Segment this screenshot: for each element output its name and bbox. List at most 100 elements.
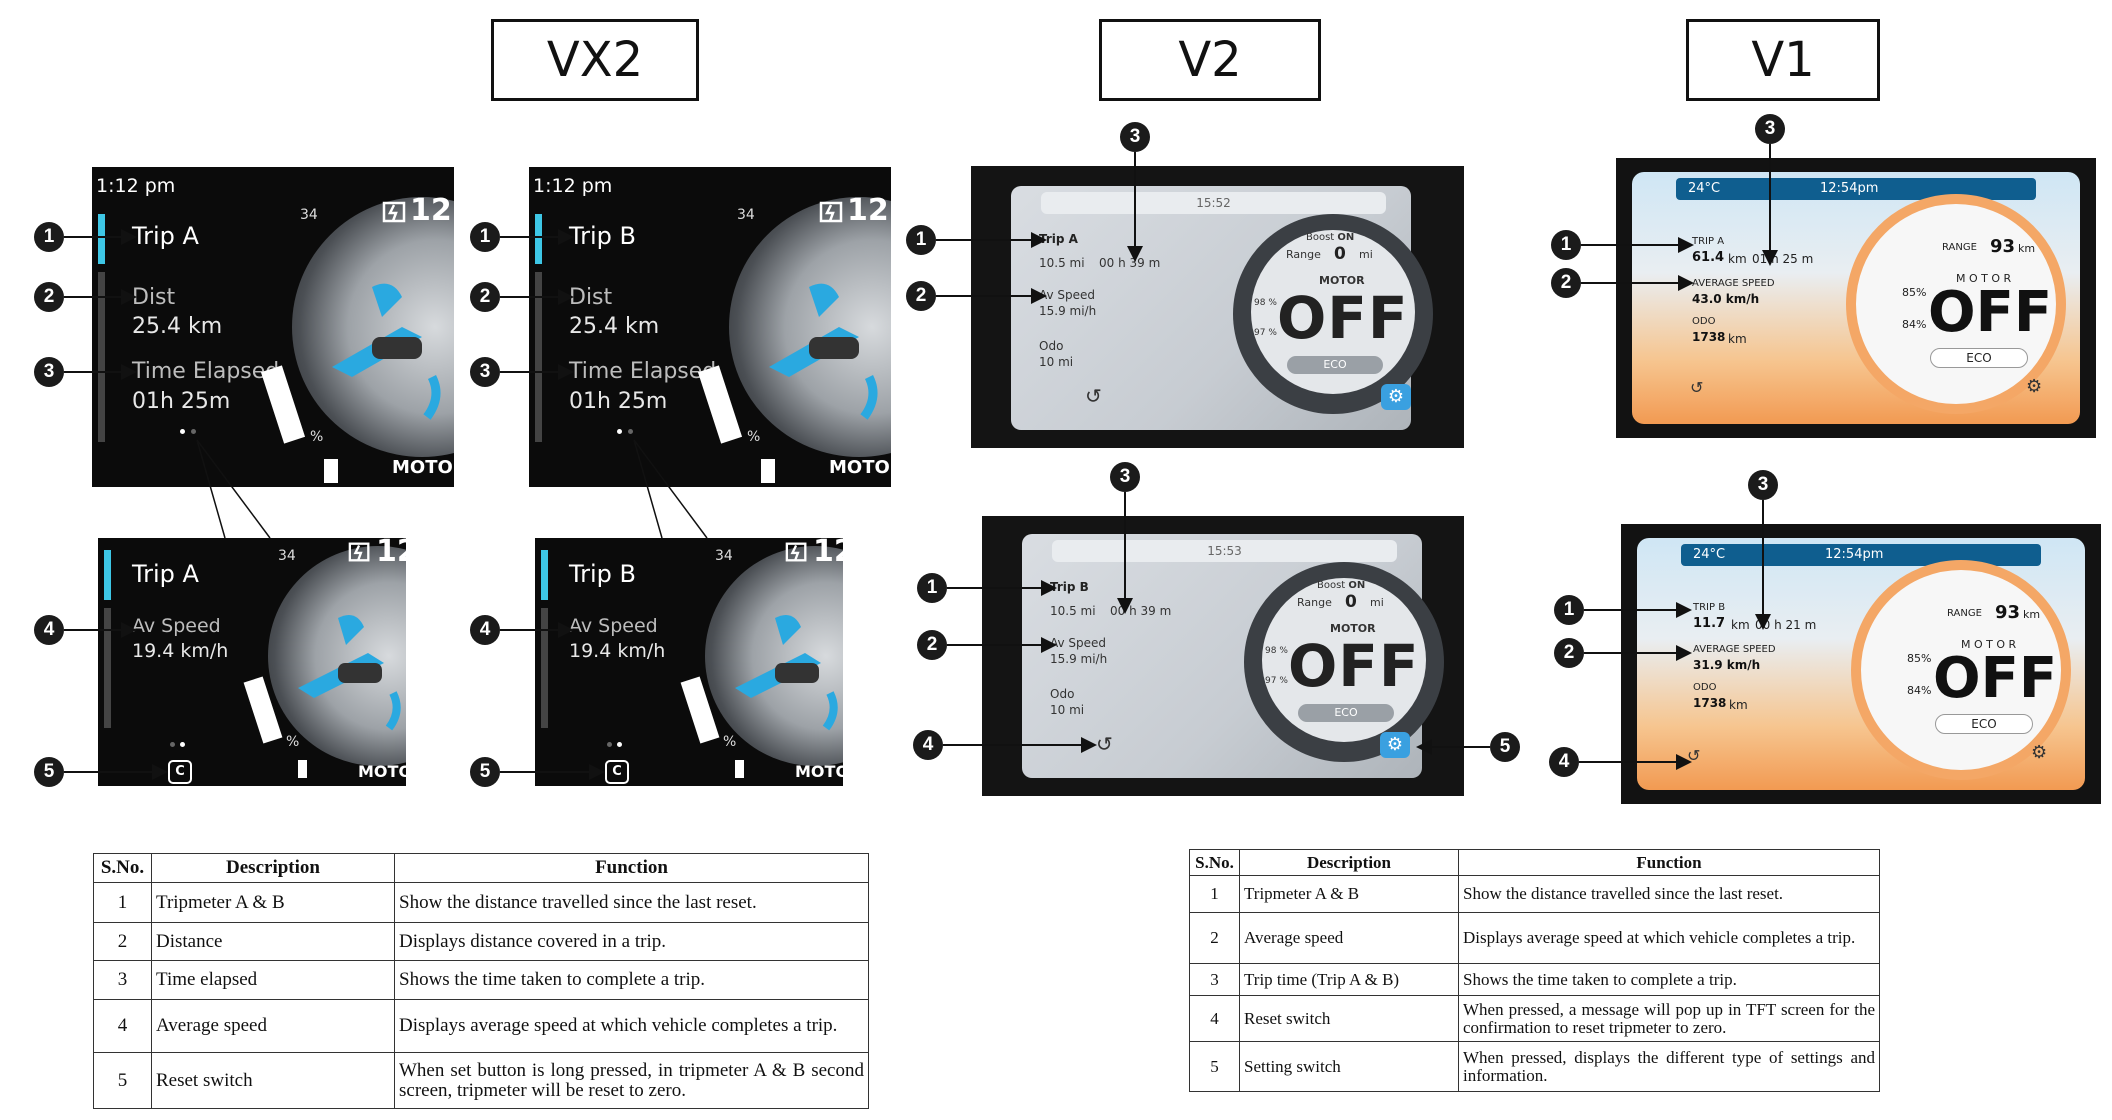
handlebar-icon (298, 615, 401, 731)
table-row: 5 Setting switch When pressed, displays … (1189, 1041, 1880, 1092)
eco-mode-pill: ECO (1935, 714, 2033, 734)
v1-screen-trip-b: 24°C 12:54pm TRIP B 11.7 km 00 h 21 m AV… (1621, 524, 2101, 804)
header-function: Function (1458, 849, 1880, 876)
row-sno: 2 (1189, 912, 1240, 964)
trip-duration: 01 h 25 m (1752, 252, 1814, 266)
temperature: 24°C (1688, 181, 1721, 196)
reset-icon[interactable]: ↺ (1096, 732, 1113, 756)
reset-icon[interactable]: ↺ (1687, 746, 1701, 765)
clock-time: 15:53 (1207, 544, 1242, 558)
time-elapsed-value: 01h 25m (569, 389, 668, 414)
clock-bar: 15:52 (1041, 192, 1386, 214)
av-speed-label: Av Speed (569, 615, 658, 637)
trip-duration: 00 h 21 m (1755, 618, 1817, 632)
row-description: Tripmeter A & B (1239, 875, 1459, 913)
table-row: 4 Reset switch When pressed, a message w… (1189, 995, 1880, 1042)
settings-gear-icon[interactable]: ⚙ (1380, 732, 1410, 758)
row-description: Average speed (1239, 912, 1459, 964)
row-description: Trip time (Trip A & B) (1239, 963, 1459, 996)
gauge-ring (1846, 194, 2066, 414)
header-function: Function (394, 853, 869, 883)
trip-duration: 00 h 39 m (1099, 256, 1161, 270)
row-description: Reset switch (151, 1052, 395, 1109)
page-dots (170, 742, 188, 747)
av-speed-value: 19.4 km/h (132, 640, 229, 662)
motor-label: M O T O R (1956, 272, 2012, 285)
av-speed-label: Av Speed (1039, 288, 1096, 302)
trip-label: Trip B (569, 222, 636, 250)
callout-3: 3 (1110, 462, 1140, 492)
clock-bar: 15:53 (1052, 540, 1397, 562)
reset-icon[interactable]: ↺ (1085, 384, 1102, 408)
row-sno: 5 (93, 1052, 152, 1109)
callout-1: 1 (1554, 595, 1584, 625)
battery-icon (298, 760, 307, 778)
trip-label: Trip A (1039, 232, 1078, 246)
range-label: RANGE (1947, 608, 1982, 619)
range-value: 93 (1995, 602, 2021, 623)
trip-label: TRIP B (1693, 602, 1726, 613)
settings-gear-icon[interactable]: ⚙ (1381, 384, 1411, 410)
vx2-zoom-trip-b: Trip B Av Speed 19.4 km/h 34 % 12 C MOTO (535, 538, 843, 786)
battery-pct-top: 85% (1907, 652, 1932, 665)
speed-scale-number: 34 (715, 548, 733, 564)
settings-gear-icon[interactable]: ⚙ (2026, 376, 2043, 397)
callout-4: 4 (34, 615, 64, 645)
row-sno: 1 (1189, 875, 1240, 913)
dist-value: 25.4 km (132, 314, 223, 339)
v2-screen-trip-a: 15:52 Trip A 10.5 mi 00 h 39 m Av Speed … (971, 166, 1464, 448)
range-unit: km (2018, 242, 2036, 255)
odo-unit: km (1728, 332, 1747, 346)
table-row: 2 Average speed Displays average speed a… (1189, 912, 1880, 964)
reset-button-icon[interactable]: C (605, 760, 629, 784)
time-elapsed-value: 01h 25m (132, 389, 231, 414)
odo-label: ODO (1692, 316, 1716, 327)
reset-icon[interactable]: ↺ (1690, 378, 1704, 397)
callout-2: 2 (917, 630, 947, 660)
row-function: Displays average speed at which vehicle … (1458, 912, 1880, 964)
trip-label: TRIP A (1692, 236, 1725, 247)
row-sno: 5 (1189, 1041, 1240, 1092)
clock-time: 1:12 pm (96, 175, 176, 197)
scroll-bar (535, 272, 542, 442)
motor-label: MOTOR (1330, 622, 1376, 635)
range-label: Range (1286, 248, 1321, 261)
motor-label: MOTO (795, 762, 843, 781)
battery-icon (761, 459, 775, 483)
model-title-v1: V1 (1686, 19, 1880, 101)
motor-status: OFF (1928, 280, 2053, 345)
callout-4: 4 (913, 730, 943, 760)
range-value: 93 (1990, 236, 2016, 257)
settings-gear-icon[interactable]: ⚙ (2031, 742, 2048, 763)
odometer-number: 12 (847, 193, 889, 228)
row-function: When pressed, displays the different typ… (1458, 1041, 1880, 1092)
v2-v1-function-table: S.No. Description Function 1 Tripmeter A… (1189, 849, 1880, 1092)
header-description: Description (151, 853, 395, 883)
row-function: Displays distance covered in a trip. (394, 922, 869, 961)
odo-value: 10 mi (1039, 355, 1074, 369)
odometer-number: 12 (410, 193, 452, 228)
header-description: Description (1239, 849, 1459, 876)
dist-label: Dist (569, 285, 613, 310)
range-unit: mi (1359, 248, 1373, 261)
av-speed-value: 15.9 mi/h (1039, 304, 1097, 318)
speed-scale-number: 34 (278, 548, 296, 564)
odometer-number: 12 (813, 538, 843, 569)
callout-3: 3 (34, 357, 64, 387)
row-function: Shows the time taken to complete a trip. (1458, 963, 1880, 996)
page-dots (617, 429, 635, 434)
row-function: Show the distance travelled since the la… (1458, 875, 1880, 913)
table-row: 3 Trip time (Trip A & B) Shows the time … (1189, 963, 1880, 996)
reset-button-icon[interactable]: C (168, 760, 192, 784)
callout-5: 5 (34, 757, 64, 787)
scroll-bar (98, 272, 105, 442)
charge-icon (819, 201, 843, 223)
battery-pct-bottom: 84% (1902, 318, 1927, 331)
row-function: When pressed, a message will pop up in T… (1458, 995, 1880, 1042)
callout-2: 2 (1554, 638, 1584, 668)
battery-pct-top: 98 % (1254, 298, 1277, 308)
eco-mode-pill: ECO (1298, 704, 1394, 722)
callout-4: 4 (1549, 747, 1579, 777)
table-row: 5 Reset switch When set button is long p… (93, 1052, 869, 1109)
table-row: 3 Time elapsed Shows the time taken to c… (93, 960, 869, 1000)
